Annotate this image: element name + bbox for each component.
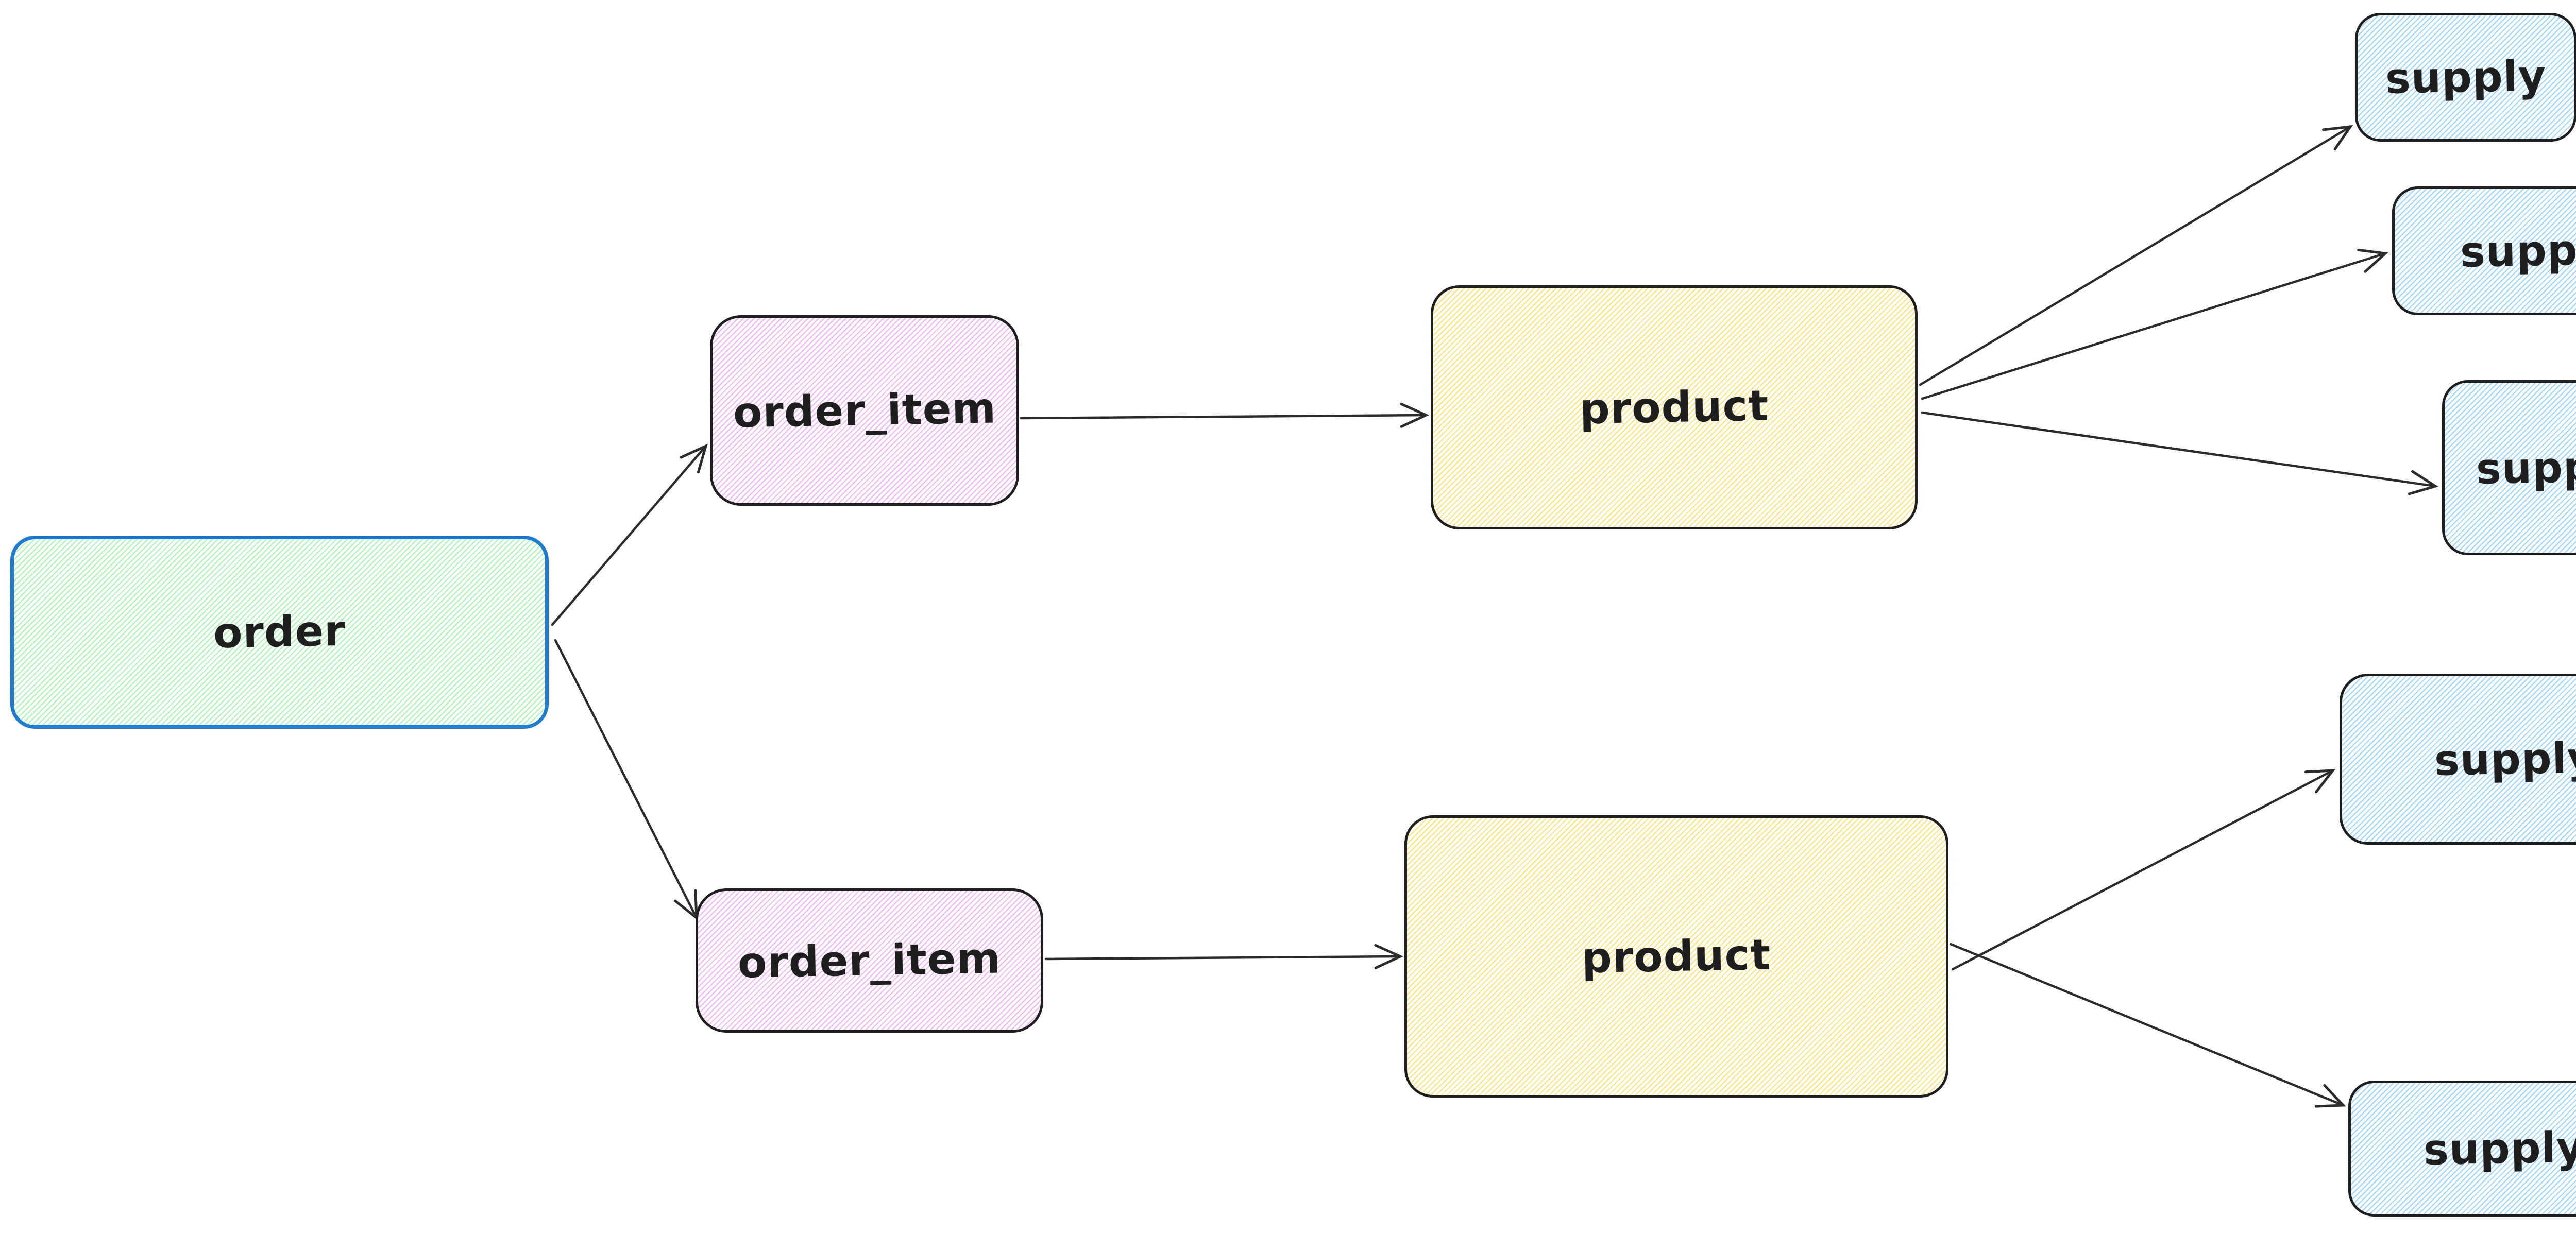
node-order-item-top[interactable]: order_item xyxy=(710,315,1019,506)
node-supply-2-label: supply xyxy=(2460,225,2576,277)
arrow-product-bottom-to-supply-4[interactable] xyxy=(1951,769,2336,971)
arrow-order-item-top-to-product-top[interactable] xyxy=(1020,402,1429,428)
node-order-item-top-label: order_item xyxy=(732,384,997,437)
node-supply-3-label: supply xyxy=(2476,441,2576,494)
node-supply-5[interactable]: supply xyxy=(2348,1081,2576,1217)
arrow-product-top-to-supply-2[interactable] xyxy=(1921,248,2388,400)
arrow-product-bottom-to-supply-5[interactable] xyxy=(1949,943,2346,1108)
node-product-top-label: product xyxy=(1579,381,1769,434)
node-order-item-bottom-label: order_item xyxy=(737,934,1002,987)
node-product-bottom[interactable]: product xyxy=(1404,815,1948,1098)
node-order-item-bottom[interactable]: order_item xyxy=(696,888,1043,1033)
node-supply-3[interactable]: supply xyxy=(2442,380,2576,555)
node-product-top[interactable]: product xyxy=(1431,285,1918,529)
arrow-order-item-bottom-to-product-bottom[interactable] xyxy=(1044,944,1404,969)
node-order-label: order xyxy=(213,606,346,658)
node-supply-4[interactable]: supply xyxy=(2340,674,2576,845)
node-supply-1-label: supply xyxy=(2385,51,2547,104)
node-supply-5-label: supply xyxy=(2423,1122,2576,1175)
node-order[interactable]: order xyxy=(10,536,549,729)
node-supply-2[interactable]: supply xyxy=(2392,186,2576,315)
arrow-order-to-order-item-bottom[interactable] xyxy=(554,639,698,921)
node-supply-4-label: supply xyxy=(2434,733,2576,785)
arrow-product-top-to-supply-1[interactable] xyxy=(1919,125,2353,386)
node-supply-1[interactable]: supply xyxy=(2355,13,2576,142)
arrow-product-top-to-supply-3[interactable] xyxy=(1921,411,2438,495)
arrow-order-to-order-item-top[interactable] xyxy=(551,443,708,626)
node-product-bottom-label: product xyxy=(1581,930,1772,983)
